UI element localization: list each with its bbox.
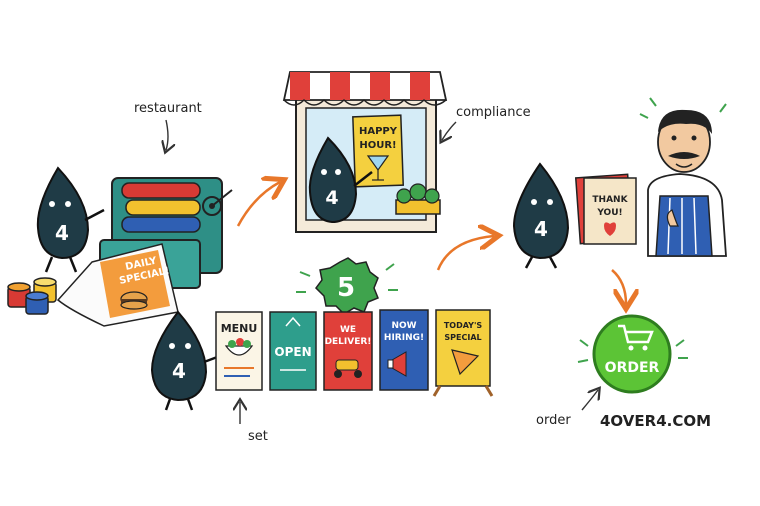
salad-icon (224, 338, 254, 356)
flow-arrow-1 (236, 182, 280, 227)
step-badge-number: 5 (337, 273, 355, 303)
mascot-drop-2: 4 (308, 136, 373, 224)
open-sign: OPEN (269, 311, 317, 391)
signage-set-scene: 4 MENU OPEN WE DELIVER! (150, 309, 494, 411)
pizza-icon (451, 349, 480, 376)
paint-cans-icon (7, 277, 57, 315)
open-sign-label: OPEN (274, 345, 311, 359)
delivery-sign: WE DELIVER! (323, 311, 373, 391)
card-line2: YOU! (596, 208, 622, 218)
daily-special-banner: DAILY SPECIAL! (56, 243, 179, 327)
megaphone-icon (387, 351, 407, 377)
shopkeeper-scene: 4 THANK YOU! (512, 97, 727, 269)
annotation-restaurant: restaurant (134, 101, 202, 116)
scooter-icon (334, 359, 362, 378)
shopkeeper (647, 109, 727, 257)
storefront-window-scene: HAPPY HOUR! 4 (282, 71, 448, 233)
heart-icon (604, 222, 616, 236)
happy-hour-sign: HAPPY HOUR! (352, 114, 405, 188)
todays-special-sign: TODAY'S SPECIAL (432, 309, 494, 397)
menu-sign: MENU (215, 311, 263, 391)
special-sign-line1: TODAY'S (444, 321, 483, 330)
flow-arrow-2 (436, 236, 494, 271)
mascot-number-4: 4 (172, 359, 186, 383)
card-line1: THANK (592, 195, 628, 205)
window-sign-line1: HAPPY (359, 126, 398, 137)
delivery-sign-line1: WE (340, 325, 356, 335)
special-sign-line2: SPECIAL (444, 333, 481, 342)
annotation-arrow-restaurant (166, 119, 168, 150)
hiring-sign-line2: HIRING! (384, 333, 424, 343)
mascot-number-1: 4 (55, 221, 69, 245)
printing-press-scene: DAILY SPECIAL! 4 (7, 166, 233, 327)
hiring-sign: NOW HIRING! (379, 309, 429, 391)
thank-you-cards: THANK YOU! (574, 173, 637, 245)
awning (282, 71, 448, 106)
menu-sign-label: MENU (221, 322, 258, 335)
mascot-number-2: 4 (325, 187, 338, 209)
flow-arrow-3 (611, 269, 626, 304)
annotation-set: set (248, 429, 268, 444)
planter-box (395, 183, 441, 215)
website-link[interactable]: 4OVER4.COM (600, 412, 711, 430)
mascot-drop-3: 4 (512, 162, 570, 269)
cart-icon (618, 324, 654, 351)
delivery-sign-line2: DELIVER! (325, 337, 372, 347)
mascot-drop-4: 4 (150, 310, 221, 411)
window-sign-line2: HOUR! (359, 140, 396, 151)
cocktail-icon (366, 155, 390, 181)
order-button-label: ORDER (605, 360, 660, 376)
annotation-order: order (536, 413, 571, 428)
sparkle-lines (639, 97, 727, 119)
mascot-drop-1: 4 (36, 166, 105, 273)
hiring-sign-line1: NOW (391, 321, 416, 331)
step-badge: 5 (296, 257, 398, 315)
mascot-number-3: 4 (534, 217, 548, 241)
annotation-compliance: compliance (456, 105, 531, 120)
order-button[interactable]: ORDER (577, 314, 688, 394)
annotation-arrow-order (581, 390, 598, 411)
annotation-arrow-compliance (442, 121, 457, 140)
burger-icon (120, 291, 148, 310)
